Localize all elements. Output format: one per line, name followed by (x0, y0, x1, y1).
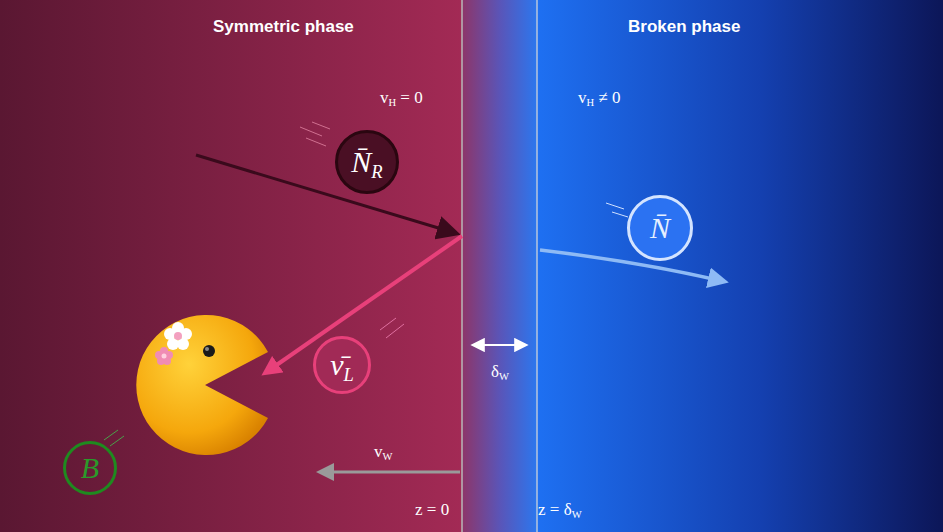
speed-lines (104, 430, 124, 446)
broken-ground (537, 0, 943, 532)
wall-width-label: δW (491, 363, 509, 382)
particle-circle: ν̄L (313, 336, 371, 394)
coordinate-label: z = δW (538, 501, 582, 520)
transmitted-arrow (540, 250, 722, 281)
higgs-vev: vH = 0 (380, 89, 423, 108)
particle-symbol: N̄ (650, 213, 670, 243)
higgs-vev: vH ≠ 0 (578, 89, 620, 108)
speed-lines (300, 122, 330, 146)
wall-edge (461, 0, 463, 532)
particle-circle: N̄R (335, 130, 399, 194)
wall-velocity-label: vW (374, 443, 392, 462)
baryon-circle: B (63, 441, 117, 495)
particle-symbol: ν̄L (330, 350, 354, 380)
width-arrow (474, 344, 525, 346)
particle-circle: N̄ (627, 195, 693, 261)
speed-lines (606, 203, 628, 217)
particle-symbol: N̄R (351, 147, 382, 177)
phase-title: Broken phase (628, 18, 740, 37)
coordinate-label: z = 0 (415, 501, 449, 520)
symmetric-ground (0, 0, 463, 532)
pacman (136, 315, 268, 455)
wall-velocity-arrow (322, 471, 460, 474)
particle-symbol: B (81, 453, 99, 483)
wall-edge (536, 0, 538, 532)
symmetric-phase-region: Symmetric phase vH = 0 N̄R ν̄L B (0, 0, 462, 532)
phase-title: Symmetric phase (213, 18, 354, 37)
broken-phase-region: Broken phase vH ≠ 0 N̄ (537, 0, 943, 532)
speed-lines (380, 318, 404, 338)
wall-ground (462, 0, 538, 532)
incoming-arrow (196, 155, 455, 233)
